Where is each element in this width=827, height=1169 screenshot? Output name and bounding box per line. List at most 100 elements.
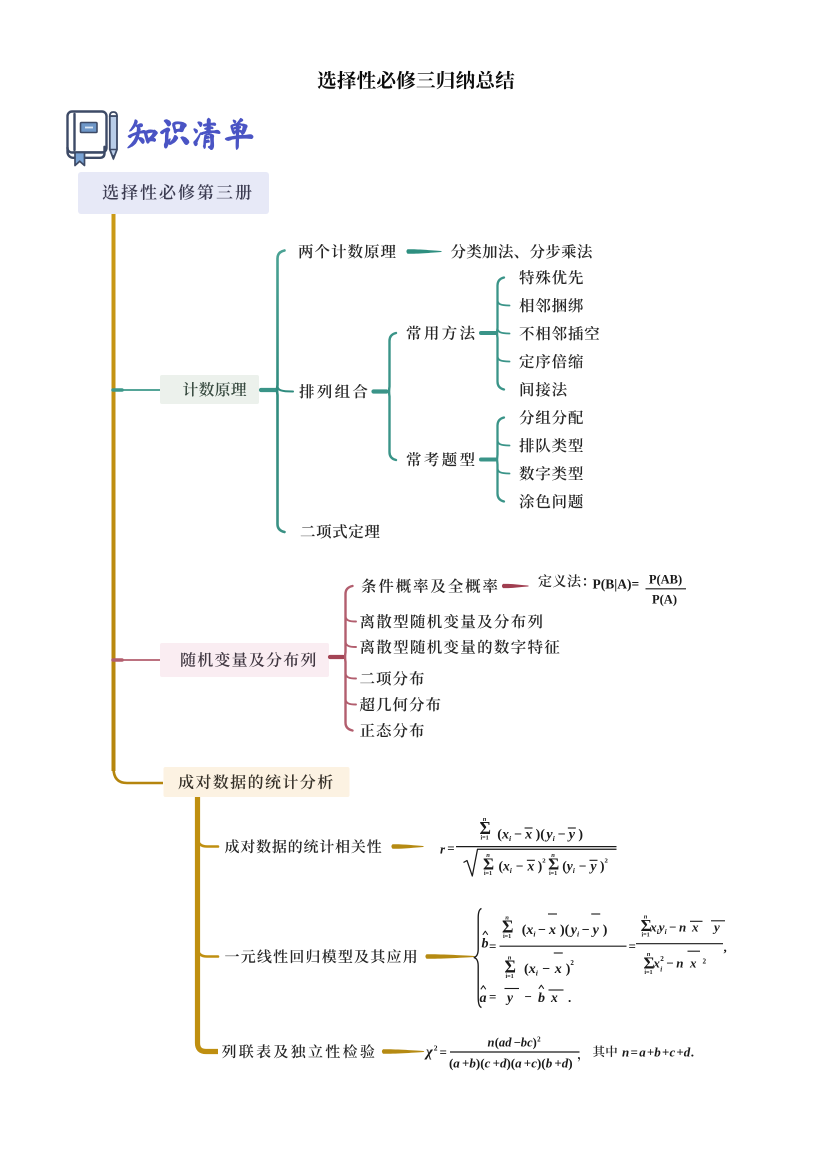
svg-text:n: n xyxy=(486,852,490,859)
svg-text:(: ( xyxy=(511,1056,515,1071)
svg-text:(: ( xyxy=(499,859,504,874)
svg-text:P(B|A)=: P(B|A)= xyxy=(593,577,640,592)
svg-text:a: a xyxy=(499,1036,505,1050)
svg-text:−: − xyxy=(579,859,587,874)
svg-text:d: d xyxy=(500,1056,507,1071)
svg-text:y: y xyxy=(569,923,578,938)
svg-text:r: r xyxy=(440,842,446,857)
svg-text:y: y xyxy=(657,920,665,935)
svg-text:x: x xyxy=(548,923,556,938)
svg-text:=: = xyxy=(629,939,636,954)
svg-text:a: a xyxy=(515,1056,522,1071)
svg-text:): ) xyxy=(600,859,605,874)
svg-text:x: x xyxy=(527,859,535,874)
svg-text:)(: )( xyxy=(560,923,570,938)
svg-text:=: = xyxy=(447,841,454,856)
svg-text:n: n xyxy=(676,956,683,971)
svg-text:i: i xyxy=(657,928,659,936)
svg-text:Σ: Σ xyxy=(505,957,516,977)
svg-text:=: = xyxy=(440,1044,447,1059)
svg-text:i: i xyxy=(510,866,513,875)
svg-text:b: b xyxy=(482,937,489,952)
svg-text:Σ: Σ xyxy=(548,855,559,874)
svg-text:−: − xyxy=(669,920,676,935)
svg-text:=: = xyxy=(489,939,496,954)
svg-text:): ) xyxy=(507,1056,511,1071)
svg-text:n: n xyxy=(483,816,487,823)
svg-text:): ) xyxy=(566,962,571,977)
svg-text:c: c xyxy=(527,1036,533,1050)
svg-text:−: − xyxy=(525,989,532,1004)
svg-text:−: − xyxy=(666,956,673,971)
svg-text:): ) xyxy=(603,923,608,938)
svg-text:x: x xyxy=(689,956,697,971)
svg-text:d: d xyxy=(684,1044,691,1059)
svg-text:y: y xyxy=(505,990,514,1005)
svg-text:): ) xyxy=(537,1056,541,1071)
svg-text:b: b xyxy=(654,1044,661,1059)
svg-text:b: b xyxy=(546,1056,553,1071)
svg-text:i=1: i=1 xyxy=(549,871,557,877)
svg-text:): ) xyxy=(578,828,583,843)
svg-text:i: i xyxy=(665,928,667,936)
svg-text:x: x xyxy=(502,859,510,874)
svg-text:y: y xyxy=(567,828,576,843)
svg-text:n: n xyxy=(551,852,555,859)
svg-text:Σ: Σ xyxy=(502,917,513,937)
svg-text:n: n xyxy=(622,1044,629,1059)
svg-text:2: 2 xyxy=(537,1036,541,1044)
svg-text:i: i xyxy=(536,969,539,978)
svg-text:x: x xyxy=(528,962,536,977)
svg-text:a: a xyxy=(480,991,487,1006)
svg-text:−: − xyxy=(514,828,522,843)
svg-text:−: − xyxy=(538,923,546,938)
svg-text:i=1: i=1 xyxy=(484,871,492,877)
svg-text:2: 2 xyxy=(660,955,664,963)
svg-text:i: i xyxy=(573,866,576,875)
svg-text:b: b xyxy=(521,1036,527,1050)
svg-text:a: a xyxy=(639,1044,646,1059)
svg-text:P(AB): P(AB) xyxy=(649,573,682,587)
svg-text:d: d xyxy=(505,1036,512,1050)
svg-text:=: = xyxy=(631,1044,638,1059)
svg-text:d: d xyxy=(562,1056,569,1071)
svg-text:c: c xyxy=(485,1056,491,1071)
svg-text:+: + xyxy=(524,1056,531,1071)
svg-text:i: i xyxy=(509,834,512,843)
svg-text:i: i xyxy=(553,834,556,843)
svg-text:.: . xyxy=(691,1044,694,1059)
svg-text:x: x xyxy=(691,920,699,935)
svg-text:x: x xyxy=(525,923,533,938)
svg-text:Σ: Σ xyxy=(644,954,655,973)
svg-text:i: i xyxy=(660,966,662,974)
svg-text:i=1: i=1 xyxy=(505,974,513,980)
svg-text:): ) xyxy=(568,1056,572,1071)
svg-text:(: ( xyxy=(562,859,567,874)
svg-text:−: − xyxy=(542,962,550,977)
svg-text:P(A): P(A) xyxy=(652,592,677,606)
svg-text:2: 2 xyxy=(570,959,574,967)
svg-text:=: = xyxy=(489,989,496,1004)
svg-text:,: , xyxy=(724,940,727,955)
svg-text:x: x xyxy=(501,828,509,843)
svg-text:): ) xyxy=(538,859,543,874)
svg-text:.: . xyxy=(568,990,571,1005)
svg-text:Σ: Σ xyxy=(641,916,652,935)
svg-text:i=1: i=1 xyxy=(503,934,511,940)
svg-text:2: 2 xyxy=(434,1043,438,1052)
svg-text:i=1: i=1 xyxy=(644,970,652,976)
svg-text:n: n xyxy=(644,914,648,921)
svg-text:Σ: Σ xyxy=(480,818,491,838)
svg-text:y: y xyxy=(589,859,598,874)
svg-text:b: b xyxy=(469,1056,476,1071)
svg-text:n: n xyxy=(488,1036,495,1050)
svg-text:x: x xyxy=(554,962,562,977)
svg-text:n: n xyxy=(508,955,512,962)
svg-text:−: − xyxy=(514,1036,521,1050)
svg-text:)(: )( xyxy=(536,828,546,843)
svg-text:i=1: i=1 xyxy=(641,933,649,939)
svg-text:(: ( xyxy=(522,923,527,938)
svg-text:): ) xyxy=(533,1036,537,1050)
svg-text:Σ: Σ xyxy=(483,855,494,874)
svg-text:): ) xyxy=(476,1056,480,1071)
